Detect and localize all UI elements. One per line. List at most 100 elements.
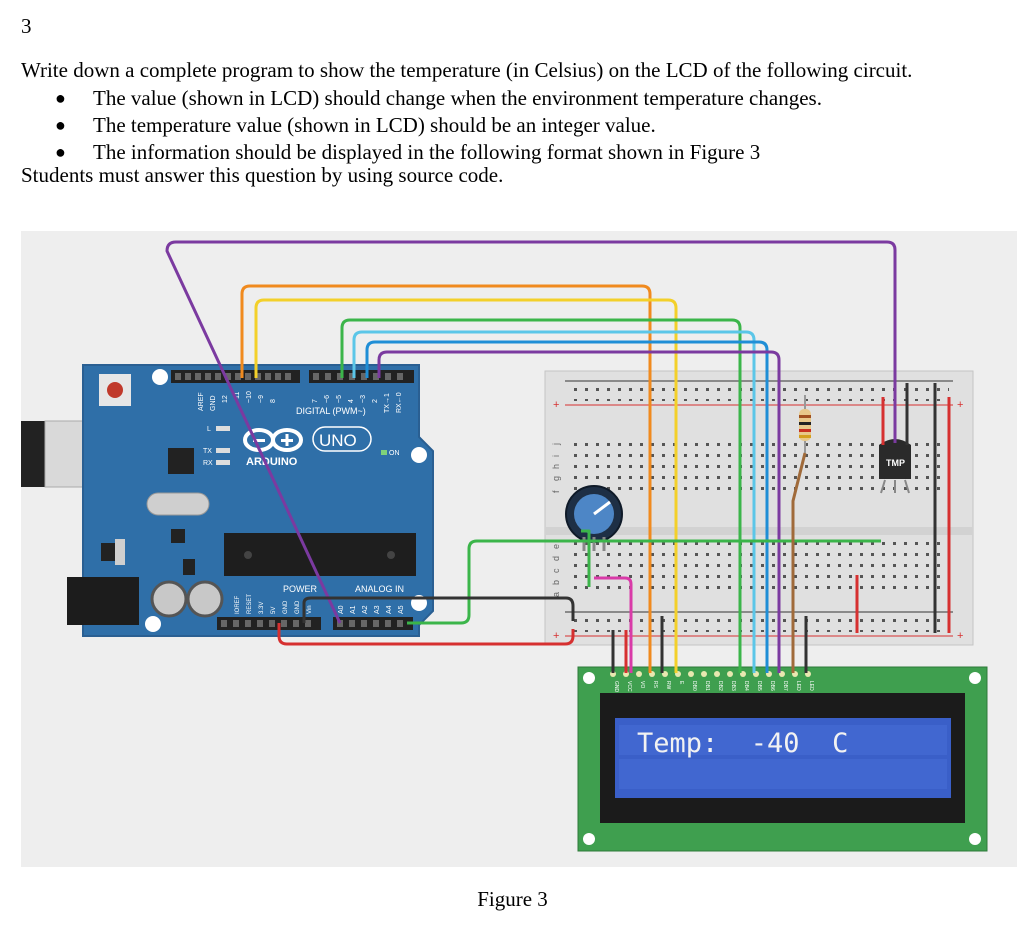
analog-pin-label: A4 bbox=[386, 605, 393, 614]
potentiometer bbox=[565, 485, 623, 551]
power-pin-label: Vin bbox=[307, 605, 313, 614]
tx-label: TX bbox=[203, 448, 212, 455]
list-item: ● The temperature value (shown in LCD) sh… bbox=[55, 112, 822, 139]
center-channel bbox=[545, 527, 973, 535]
tmp-label: TMP bbox=[886, 458, 905, 468]
reset-button-cap bbox=[107, 382, 123, 398]
resistor bbox=[799, 395, 811, 453]
lcd-pin-label: DB0 bbox=[691, 681, 697, 691]
capacitor bbox=[150, 580, 188, 618]
wire-red-5v bbox=[277, 623, 575, 646]
wire-green-pot bbox=[581, 529, 591, 587]
row-letter: b bbox=[551, 580, 561, 585]
lcd-pin-label: LED bbox=[795, 681, 801, 691]
uno-label: UNO bbox=[319, 431, 357, 450]
requirement-text: The value (shown in LCD) should change w… bbox=[93, 86, 822, 110]
gnd-label: GND bbox=[210, 395, 217, 411]
digital-label: DIGITAL (PWM~) bbox=[296, 406, 366, 416]
lcd-pin-label: E bbox=[678, 681, 684, 685]
lcd-pin-label: GND bbox=[613, 681, 619, 693]
question-number: 3 bbox=[21, 14, 32, 38]
lcd-line-1: Temp: -40 C bbox=[637, 728, 848, 759]
list-item: ●The information should be displayed in … bbox=[55, 139, 822, 166]
power-pin-label: GND bbox=[295, 600, 301, 614]
pin-label-10: ~10 bbox=[246, 391, 253, 403]
lcd-module: GND VCC VO RS RW E DB0 DB1 DB2 DB3 DB4 D… bbox=[577, 666, 988, 852]
mount-hole bbox=[145, 616, 161, 632]
wire-orange bbox=[240, 284, 652, 673]
l-label: L bbox=[207, 426, 211, 433]
rx-label: RX bbox=[203, 460, 213, 467]
svg-text:+: + bbox=[553, 630, 559, 642]
power-pin-label: RESET bbox=[247, 594, 253, 614]
arduino-logo-text: ARDUINO bbox=[246, 456, 298, 468]
analog-pin-label: A3 bbox=[374, 605, 381, 614]
power-pin-label: 5V bbox=[271, 607, 277, 614]
bullet-icon: ● bbox=[55, 88, 66, 108]
analog-pin-label: A0 bbox=[338, 605, 345, 614]
analog-pin-label: A1 bbox=[350, 605, 357, 614]
wire-blue bbox=[365, 340, 769, 673]
pin-label-4: 4 bbox=[348, 399, 355, 403]
lcd-pin-label: DB5 bbox=[756, 681, 762, 691]
mount-hole bbox=[152, 369, 168, 385]
pin-label-9: ~9 bbox=[258, 395, 265, 403]
lcd-pin-label: RW bbox=[665, 681, 671, 690]
list-item: ● The value (shown in LCD) should change … bbox=[55, 85, 822, 112]
wire-purple-db7 bbox=[377, 350, 781, 673]
figure-caption: Figure 3 bbox=[477, 887, 548, 911]
power-pin-label: GND bbox=[283, 600, 289, 614]
svg-text:+: + bbox=[957, 399, 963, 411]
pin-label-2: 2 bbox=[372, 399, 379, 403]
power-rail-top bbox=[567, 385, 949, 401]
wire-yellow bbox=[254, 298, 678, 673]
power-pin-label: 3.3V bbox=[259, 602, 265, 614]
requirement-list: ● The value (shown in LCD) should change … bbox=[55, 85, 822, 166]
lcd-pin-label: DB2 bbox=[717, 681, 723, 691]
wire-purple-sensor bbox=[165, 240, 897, 624]
wire-cyan bbox=[352, 330, 756, 673]
bullet-icon: ● bbox=[55, 142, 66, 162]
analog-label: ANALOG IN bbox=[355, 584, 404, 594]
lcd-pin-label: DB1 bbox=[704, 681, 710, 691]
pin-label-6: ~6 bbox=[324, 395, 331, 403]
on-label: ON bbox=[389, 450, 400, 457]
analog-pin-label: A5 bbox=[398, 605, 405, 614]
arduino-board: AREF GND 12 ~11 ~10 ~9 8 7 ~6 ~5 4 ~3 2 … bbox=[21, 364, 434, 637]
aref-label: AREF bbox=[198, 392, 205, 411]
lcd-pin-label: DB3 bbox=[730, 681, 736, 691]
row-letter: j bbox=[551, 443, 561, 446]
mount-hole bbox=[411, 447, 427, 463]
pin-label-12: 12 bbox=[222, 395, 229, 403]
wire-green-sensor bbox=[407, 539, 881, 625]
pin-label-8: 8 bbox=[270, 399, 277, 403]
lcd-pin-label: DB7 bbox=[782, 681, 788, 691]
atmega-chip bbox=[224, 533, 416, 576]
pin-label-7: 7 bbox=[312, 399, 319, 403]
power-jack bbox=[67, 577, 139, 625]
crystal bbox=[146, 492, 210, 516]
power-label: POWER bbox=[283, 584, 318, 594]
uno-badge bbox=[312, 426, 372, 452]
row-letter: h bbox=[551, 464, 561, 469]
on-led bbox=[381, 450, 387, 455]
circuit-figure: AREF GND 12 ~11 ~10 ~9 8 7 ~6 ~5 4 ~3 2 … bbox=[21, 231, 1017, 867]
question-closing: Students must answer this question by us… bbox=[21, 163, 504, 187]
usb-chip bbox=[168, 448, 194, 474]
lcd-pin-label: DB6 bbox=[769, 681, 775, 691]
row-letter: g bbox=[551, 476, 561, 481]
bullet-icon: ● bbox=[55, 115, 66, 135]
pin-label-5: ~5 bbox=[336, 395, 343, 403]
question-intro: Write down a complete program to show th… bbox=[21, 58, 913, 82]
usb-housing bbox=[21, 421, 47, 487]
lcd-pin-label: LED bbox=[808, 681, 814, 691]
power-rail-bottom bbox=[567, 616, 949, 632]
row-letter: a bbox=[551, 592, 561, 597]
wire-green bbox=[340, 318, 742, 673]
power-pin-label: IOREF bbox=[235, 595, 241, 614]
pin-label-3: ~3 bbox=[360, 395, 367, 403]
row-letter: e bbox=[551, 544, 561, 549]
requirement-text: The temperature value (shown in LCD) sho… bbox=[93, 113, 656, 137]
regulator bbox=[101, 543, 115, 561]
